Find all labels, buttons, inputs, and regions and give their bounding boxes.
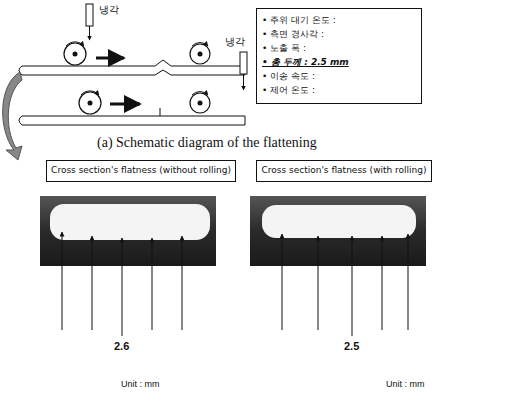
panel-title: Cross section's flatness (with rolling)	[261, 165, 427, 177]
roller	[64, 43, 210, 114]
condition-item: • 이송 속도 :	[262, 70, 416, 84]
condition-item: • 측면 경사각 :	[262, 28, 416, 42]
figure-caption: (a) Schematic diagram of the flattening	[96, 135, 318, 150]
condition-item: • 제어 온도 :	[262, 84, 416, 98]
measure-arrow	[62, 232, 408, 336]
condition-item: • 노출 폭 :	[262, 42, 416, 56]
cross-section-photo	[40, 196, 426, 266]
title-box: Cross section's flatness (with rolling)	[256, 160, 432, 182]
condition-box: • 주위 대기 온도 :• 측면 경사각 :• 노출 폭 :• 총 두께 : 2…	[256, 8, 422, 104]
panel-title: Cross section's flatness (without rollin…	[51, 165, 231, 177]
cooling-nozzle	[86, 4, 247, 90]
turn-arrow	[3, 72, 22, 160]
title-box: Cross section's flatness (without rollin…	[46, 160, 236, 182]
condition-item: • 총 두께 : 2.5 mm	[262, 56, 416, 70]
unit-note: Unit : mm	[120, 380, 161, 390]
unit-note: Unit : mm	[385, 380, 426, 390]
dimension: 2.5	[343, 340, 360, 352]
strip	[19, 60, 245, 125]
cooling-label: 냉각	[98, 4, 120, 15]
feed-arrow	[96, 58, 140, 104]
dimension: 2.6	[113, 340, 130, 352]
cooling-label: 냉각	[224, 36, 246, 47]
condition-item: • 주위 대기 온도 :	[262, 14, 416, 28]
